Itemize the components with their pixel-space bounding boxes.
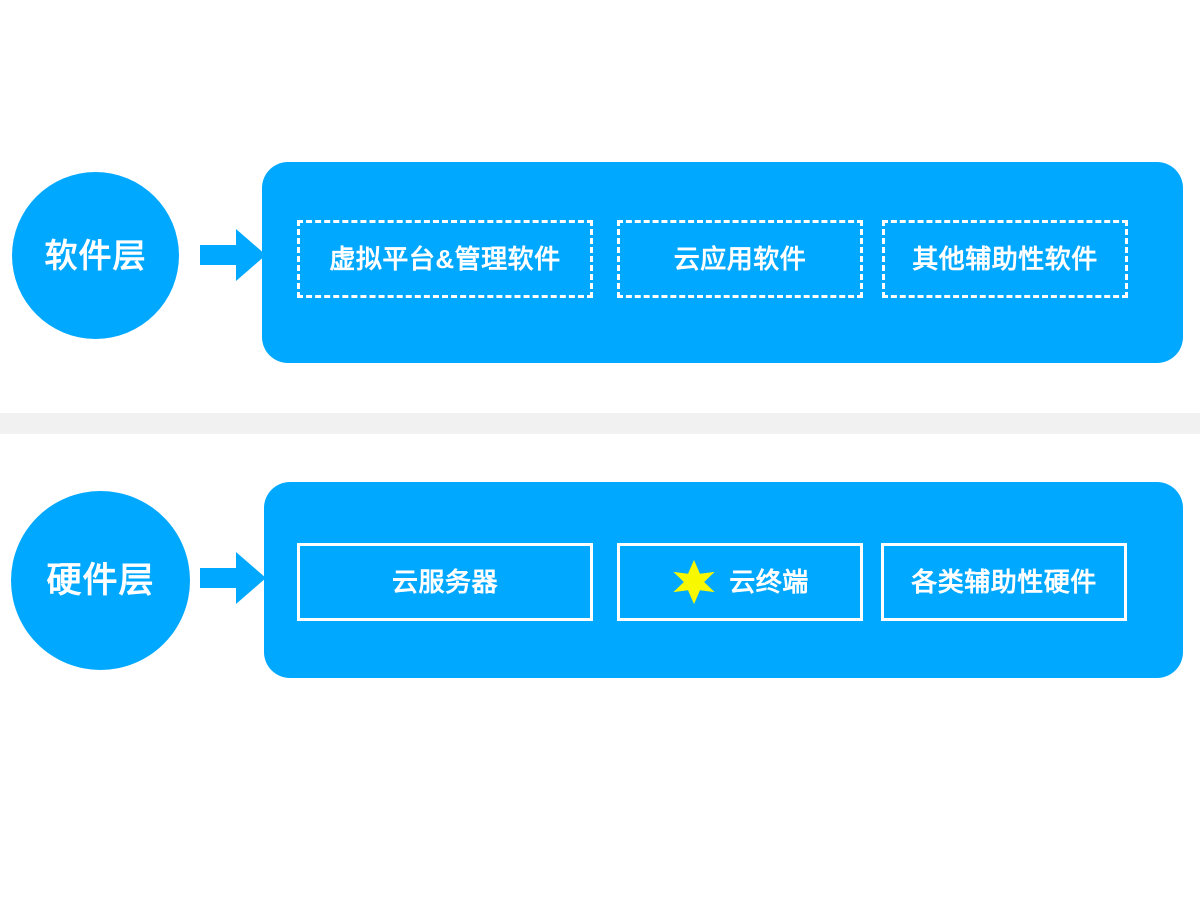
component-label-virtual-platform: 虚拟平台&管理软件 [329,244,561,274]
hardware-component-list: 云服务器 云终端 各类辅助性硬件 [264,482,1183,678]
software-component-list: 虚拟平台&管理软件 云应用软件 其他辅助性软件 [262,162,1183,363]
component-box-virtual-platform[interactable]: 虚拟平台&管理软件 [297,220,593,298]
star-icon [671,559,717,605]
layer-panel-software: 虚拟平台&管理软件 云应用软件 其他辅助性软件 [262,162,1183,363]
component-box-cloud-server[interactable]: 云服务器 [297,543,593,621]
component-label-cloud-terminal: 云终端 [729,567,809,597]
layer-circle-hardware[interactable]: 硬件层 [11,491,190,670]
section-divider [0,413,1200,434]
component-label-other-hardware: 各类辅助性硬件 [911,567,1097,597]
component-box-cloud-app[interactable]: 云应用软件 [617,220,863,298]
arrow-right-icon-software [200,227,266,283]
arrow-right-icon-hardware [200,550,266,606]
component-box-cloud-terminal[interactable]: 云终端 [617,543,863,621]
layer-panel-hardware: 云服务器 云终端 各类辅助性硬件 [264,482,1183,678]
component-label-cloud-app: 云应用软件 [673,244,807,274]
component-label-other-software: 其他辅助性软件 [912,244,1098,274]
arrow-right-glyph [200,229,266,281]
layer-circle-hardware-label: 硬件层 [46,561,155,600]
arrow-right-glyph [200,552,266,604]
layer-circle-software[interactable]: 软件层 [12,172,179,339]
component-label-cloud-server: 云服务器 [391,567,498,597]
star-six-point-glyph [673,559,715,605]
component-box-other-hardware[interactable]: 各类辅助性硬件 [881,543,1127,621]
component-box-other-software[interactable]: 其他辅助性软件 [882,220,1128,298]
layer-circle-software-label: 软件层 [44,237,147,274]
